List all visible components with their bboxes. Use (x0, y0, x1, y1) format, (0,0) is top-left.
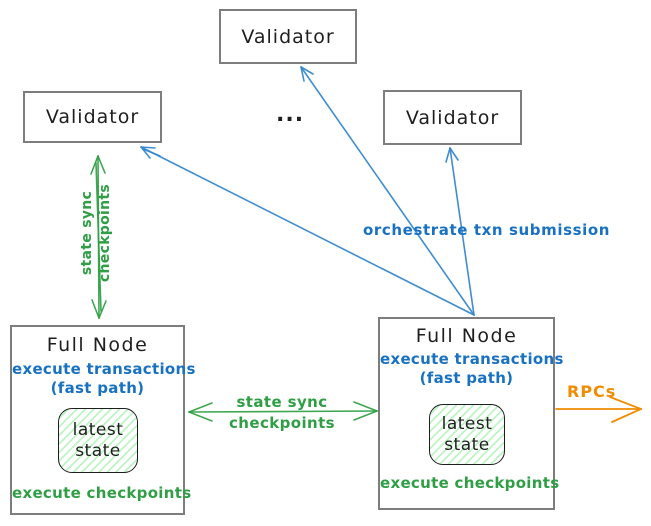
orchestrate-txn-submission-label: orchestrate txn submission (363, 221, 611, 239)
state-sync-vertical-label: state sync checkpoints (78, 158, 116, 308)
latest-state-left-line2: state (75, 440, 121, 461)
full-node-right-title: Full Node (415, 325, 518, 347)
latest-state-right-line2: state (444, 434, 490, 455)
state-sync-horizontal-line2: checkpoints (229, 414, 335, 432)
validator-box-top: Validator (219, 9, 357, 64)
full-node-left-title: Full Node (46, 334, 149, 356)
full-node-box-left: Full Node execute transactions (fast pat… (10, 325, 196, 515)
latest-state-box-left: latest state (58, 408, 138, 473)
latest-state-right-line1: latest (441, 413, 493, 434)
state-sync-vertical-line1: state sync (79, 190, 95, 276)
full-node-left-execute-checkpoints: execute checkpoints (12, 484, 192, 502)
full-node-box-right: Full Node execute transactions (fast pat… (378, 317, 564, 510)
full-node-left-execute-transactions: execute transactions (12, 360, 196, 378)
validators-ellipsis: ... (276, 102, 305, 127)
rpcs-label: RPCs (567, 382, 617, 401)
validator-top-label: Validator (241, 25, 335, 48)
full-node-left-fast-path: (fast path) (50, 379, 145, 397)
state-sync-vertical-line2: checkpoints (97, 183, 113, 283)
state-sync-horizontal-line1: state sync (236, 393, 328, 411)
full-node-right-execute-checkpoints: execute checkpoints (380, 474, 560, 492)
full-node-right-execute-transactions: execute transactions (380, 350, 564, 368)
validator-left-label: Validator (45, 106, 140, 128)
latest-state-left-line1: latest (72, 419, 124, 440)
validator-box-right: Validator (383, 90, 522, 145)
validator-right-label: Validator (405, 106, 500, 129)
full-node-right-fast-path: (fast path) (419, 369, 514, 387)
validator-box-left: Validator (23, 91, 162, 143)
latest-state-box-right: latest state (429, 404, 505, 465)
